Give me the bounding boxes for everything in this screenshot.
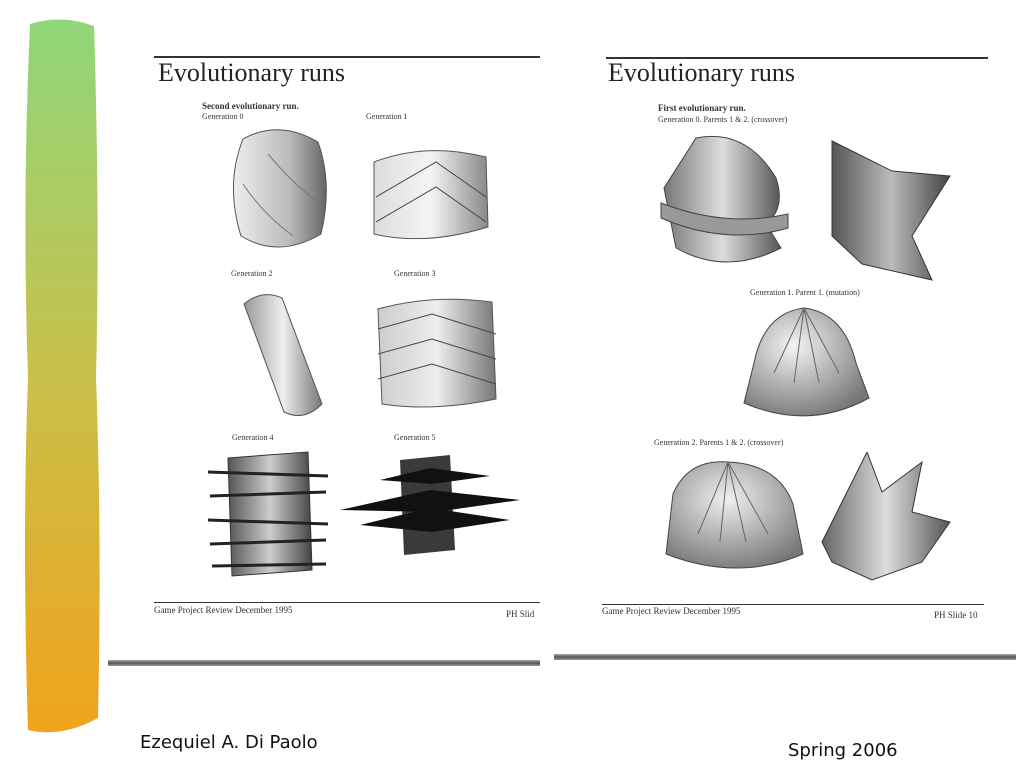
page-footer-left: Game Project Review December 1995 [154,605,293,615]
label-generation-5: Generation 5 [394,433,436,442]
gen-0-parent-2-shape [831,140,951,281]
generation-2-shape [243,294,323,417]
author-caption: Ezequiel A. Di Paolo [140,732,318,753]
page-footer-right: PH Slid [506,609,535,619]
page-footer-left: Game Project Review December 1995 [602,606,741,616]
run-title: First evolutionary run. [658,103,746,113]
page-footer-right: PH Slide 10 [934,610,978,620]
label-generation-4: Generation 4 [232,433,274,442]
label-generation-2: Generation 2. Parents 1 & 2. (crossover) [654,438,784,447]
title-rule [606,57,988,59]
page-title: Evolutionary runs [158,58,346,87]
label-generation-2: Generation 2 [231,269,273,278]
footer-rule [154,602,540,603]
footer-rule [602,604,984,605]
label-generation-0: Generation 0. Parents 1 & 2. (crossover) [658,115,788,124]
label-generation-1: Generation 1. Parent 1. (mutation) [750,288,860,297]
date-caption: Spring 2006 [788,740,898,761]
decorative-gradient-bar [25,19,100,733]
gen-2-parent-2-shape [821,452,951,581]
gen-2-parent-1-shape [665,461,804,569]
generation-4-shape [208,451,329,577]
title-rule [154,56,540,58]
page-title: Evolutionary runs [608,58,796,87]
label-generation-1: Generation 1 [366,112,408,121]
label-generation-3: Generation 3 [394,269,436,278]
run-title: Second evolutionary run. [202,101,299,111]
label-generation-0: Generation 0 [202,112,244,121]
gen-1-shape [743,307,870,417]
generation-5-shape [340,455,520,555]
generation-0-shape [232,129,327,248]
scanned-page-left: Evolutionary runs Second evolutionary ru… [108,32,540,672]
scanned-page-right: Evolutionary runs First evolutionary run… [554,0,1016,672]
gen-0-parent-1-shape [660,135,789,263]
generation-1-shape [373,150,489,240]
generation-3-shape [377,298,497,408]
scan-edge [554,654,1016,660]
scan-edge [108,660,540,666]
